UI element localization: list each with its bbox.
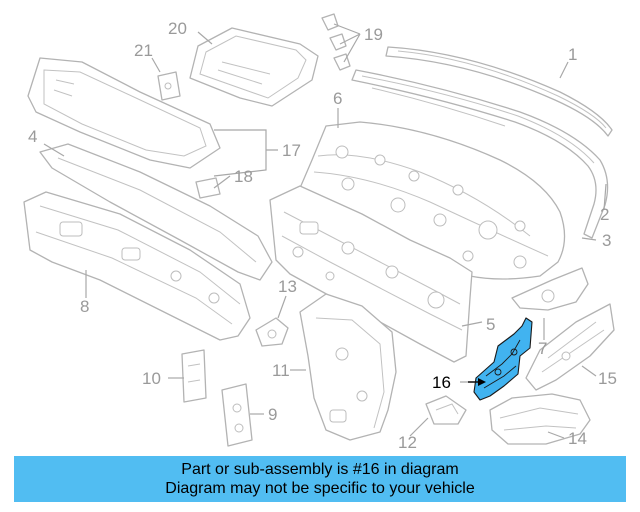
callout-7: 7 bbox=[538, 339, 547, 358]
part-9-bracket bbox=[221, 383, 253, 447]
callout-13: 13 bbox=[278, 277, 297, 296]
part-14-housing bbox=[489, 393, 591, 445]
callout-8: 8 bbox=[80, 297, 89, 316]
part-18-bracket bbox=[195, 177, 221, 199]
leader-lines bbox=[43, 23, 607, 439]
parts-diagram: 1 2 3 4 5 6 7 8 9 10 11 12 13 14 15 16 1… bbox=[23, 13, 617, 452]
part-11-pillar bbox=[299, 293, 397, 441]
part-10-bracket bbox=[181, 349, 207, 403]
banner-line-2: Diagram may not be specific to your vehi… bbox=[165, 480, 475, 497]
part-16-highlighted-bracket bbox=[473, 317, 533, 401]
callout-2: 2 bbox=[600, 205, 609, 224]
banner-line-1: Part or sub-assembly is #16 in diagram bbox=[181, 461, 459, 478]
callout-21: 21 bbox=[134, 41, 153, 60]
callout-11: 11 bbox=[272, 361, 290, 380]
part-17-trim-panel bbox=[27, 57, 221, 169]
part-8-cross-member bbox=[23, 191, 251, 341]
part-13-plate bbox=[255, 317, 289, 347]
part-20-tray bbox=[189, 27, 319, 107]
part-15-side-rail bbox=[525, 303, 615, 391]
part-19-clips bbox=[321, 13, 351, 71]
callout-1: 1 bbox=[568, 45, 577, 64]
callout-6: 6 bbox=[333, 89, 342, 108]
part-7-gusset bbox=[511, 267, 589, 311]
callout-3: 3 bbox=[602, 231, 611, 250]
part-5-rear-panel bbox=[269, 185, 473, 363]
callout-9: 9 bbox=[268, 405, 277, 424]
callout-20: 20 bbox=[168, 19, 187, 38]
part-21-bracket bbox=[157, 71, 181, 101]
callout-18: 18 bbox=[234, 167, 253, 186]
part-2-3-arch-rails bbox=[351, 69, 609, 239]
callout-15: 15 bbox=[598, 369, 617, 388]
callout-14: 14 bbox=[568, 429, 587, 448]
callout-19: 19 bbox=[364, 25, 383, 44]
part-6-rear-shelf bbox=[299, 121, 566, 280]
callout-5: 5 bbox=[486, 315, 495, 334]
callout-17: 17 bbox=[282, 141, 301, 160]
part-12-mount bbox=[425, 395, 467, 425]
callout-12: 12 bbox=[398, 433, 417, 452]
info-banner: Part or sub-assembly is #16 in diagram D… bbox=[14, 456, 626, 502]
part-1-upper-rail bbox=[385, 46, 613, 137]
callout-16: 16 bbox=[432, 373, 451, 392]
part-4-strip bbox=[39, 143, 273, 281]
leader-16-arrowhead bbox=[478, 378, 486, 386]
callout-10: 10 bbox=[142, 369, 161, 388]
callout-4: 4 bbox=[28, 127, 37, 146]
